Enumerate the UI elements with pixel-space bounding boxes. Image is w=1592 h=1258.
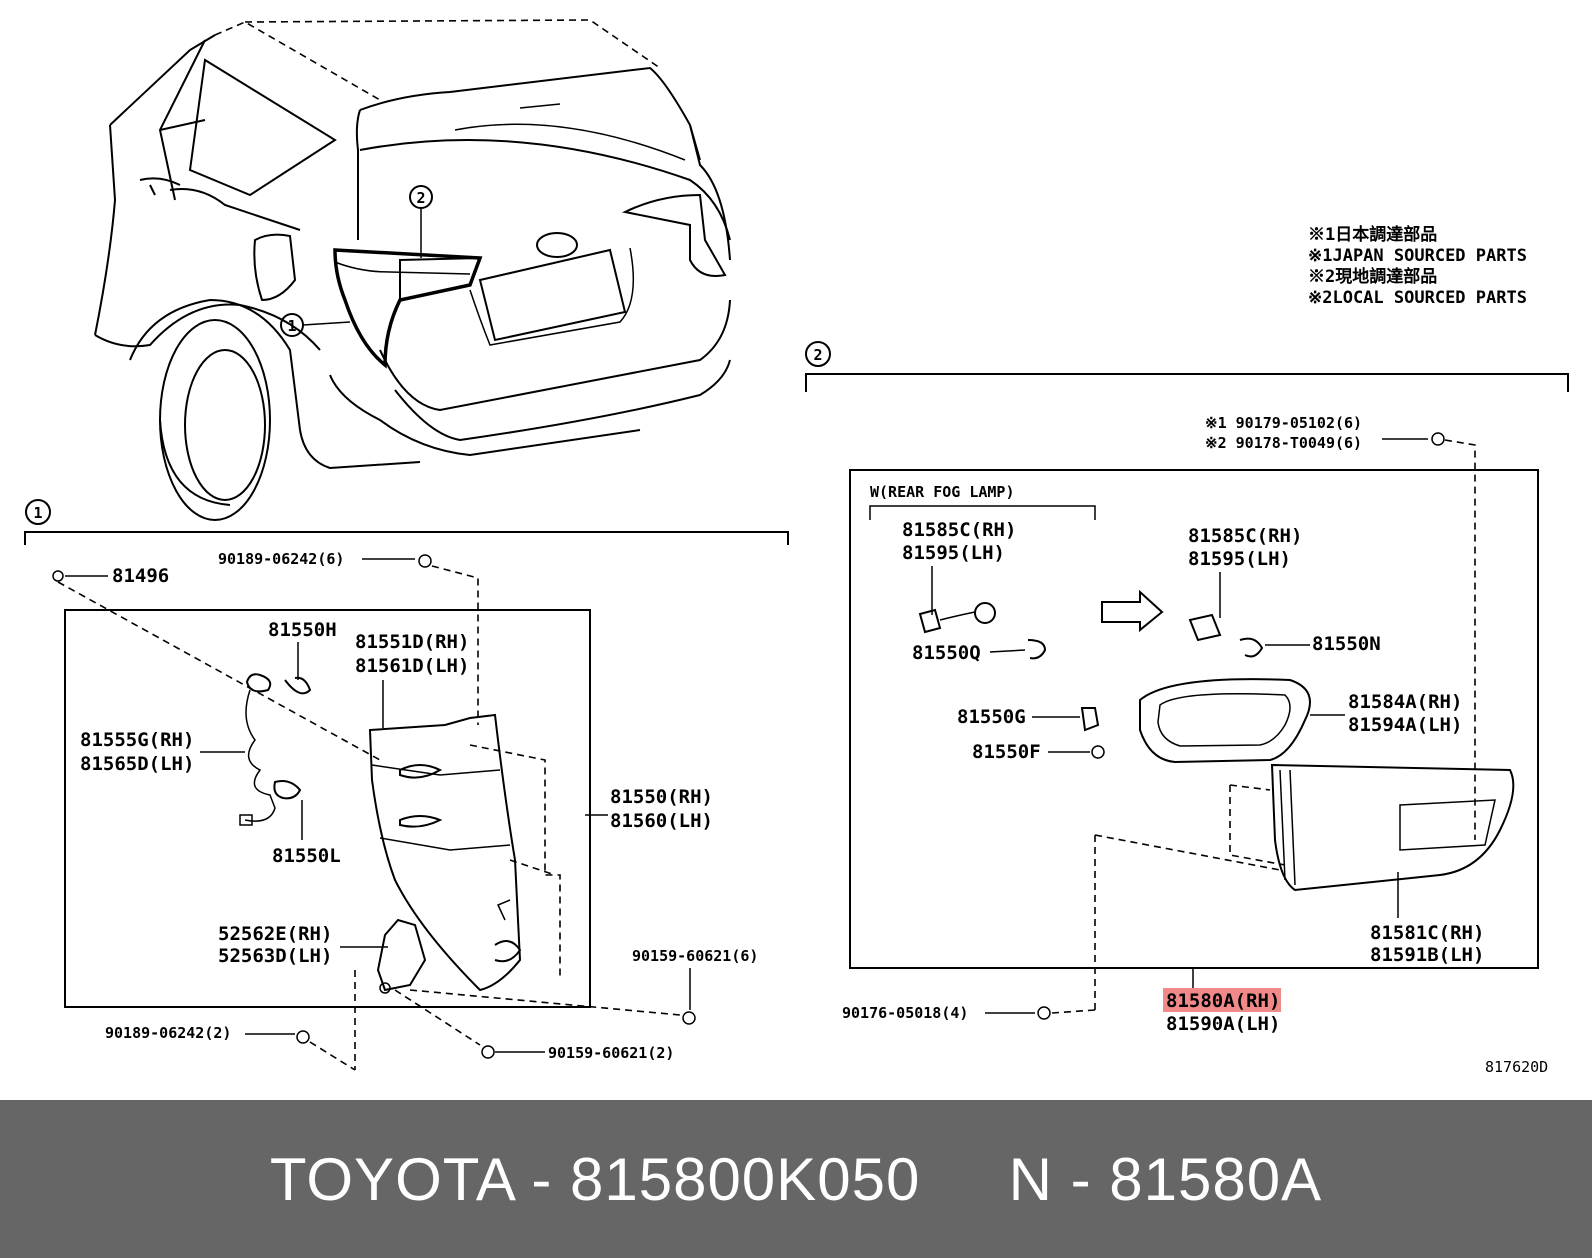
label-81560: 81560(LH) [610,810,713,832]
label-fog-socket-lh: 81595(LH) [902,542,1005,564]
label-81555G: 81555G(RH) [80,729,194,751]
label-fog-socket-rh: 81585C(RH) [902,519,1016,541]
label-nut-1: ※1 90179-05102(6) [1205,414,1362,432]
highlight-box [1163,988,1281,1012]
note-1-en: ※1JAPAN SOURCED PARTS [1308,246,1527,266]
label-81550G: 81550G [957,706,1026,728]
label-socket-rh: 81585C(RH) [1188,525,1302,547]
label-screw-bottom-left: 90189-06242(2) [105,1024,231,1042]
label-gasket-rh: 81584A(RH) [1348,691,1462,713]
label-nut-2: ※2 90178-T0049(6) [1205,434,1362,452]
label-lens-lh: 81591B(LH) [1370,944,1484,966]
footer-text: TOYOTA - 815800K050 N - 81580A [269,1145,1323,1213]
label-socket-lh: 81595(LH) [1188,548,1291,570]
label-fog-bulb: 81550Q [912,642,981,664]
label-81550: 81550(RH) [610,786,713,808]
label-lens-rh: 81581C(RH) [1370,922,1484,944]
label-52563D: 52563D(LH) [218,945,332,967]
sourcing-notes: ※1日本調達部品 ※1JAPAN SOURCED PARTS ※2現地調達部品 … [1308,224,1527,308]
label-screw-right: 90159-60621(6) [632,947,758,965]
label-81561D: 81561D(LH) [355,655,469,677]
part-number-footer: TOYOTA - 815800K050 N - 81580A [0,1100,1592,1258]
vehicle-illustration [94,19,731,521]
svg-text:1: 1 [287,317,296,335]
label-assy-rh: 81580A(RH) [1166,990,1280,1012]
label-screw-bottom: 90176-05018(4) [842,1004,968,1022]
label-81496: 81496 [112,565,169,587]
label-52562E: 52562E(RH) [218,923,332,945]
group-1-callout: 1 [33,504,42,522]
callout-1-vehicle: 1 [280,313,351,337]
group-1: 1 81496 90189-06242(6) 81550H 81555G(RH)… [24,499,789,1071]
callout-2-vehicle: 2 [409,185,433,258]
label-81550H: 81550H [268,619,337,641]
note-2-jp: ※2現地調達部品 [1308,266,1437,287]
group-2-callout: 2 [813,346,822,364]
label-assy-lh: 81590A(LH) [1166,1013,1280,1035]
note-1-jp: ※1日本調達部品 [1308,224,1437,245]
diagram-code: 817620D [1485,1058,1548,1076]
group-2: 2 ※1 90179-05102(6) ※2 90178-T0049(6) W(… [805,341,1569,1035]
label-gasket-lh: 81594A(LH) [1348,714,1462,736]
label-screw-bottom-right: 90159-60621(2) [548,1044,674,1062]
label-fog-lamp: W(REAR FOG LAMP) [870,483,1015,501]
svg-text:2: 2 [416,189,425,207]
label-81550L: 81550L [272,845,341,867]
label-bulb-n: 81550N [1312,633,1381,655]
parts-diagram: 2 1 ※1日本調達部品 ※1JAPAN SOURCED PARTS ※2現地調… [24,19,1569,1076]
label-81550F: 81550F [972,741,1041,763]
note-2-en: ※2LOCAL SOURCED PARTS [1308,288,1527,308]
label-screw-top: 90189-06242(6) [218,550,344,568]
label-81551D: 81551D(RH) [355,631,469,653]
label-81565D: 81565D(LH) [80,753,194,775]
